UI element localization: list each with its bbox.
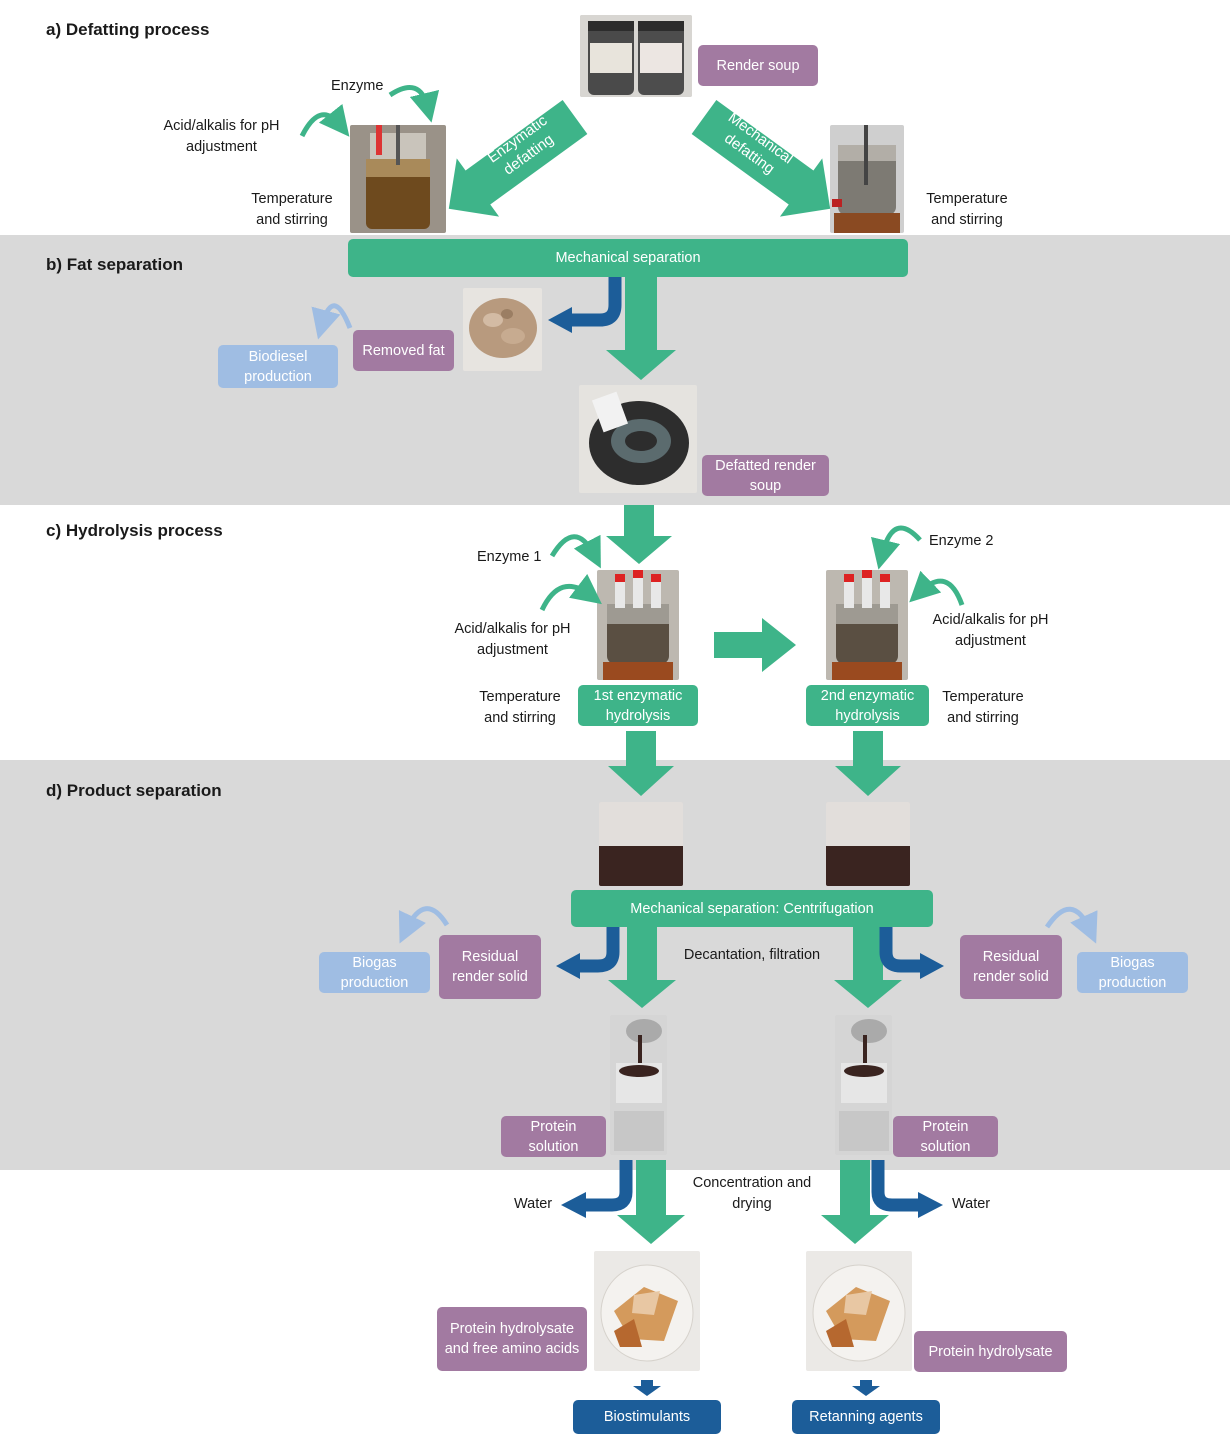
arrow-to-retanning	[852, 1380, 880, 1396]
defatted-soup-photo	[579, 385, 697, 493]
protein-solution-left-box: Protein solution	[501, 1116, 606, 1157]
section-title-product-separation: d) Product separation	[46, 781, 222, 800]
down-arrow-to-hydrolysis	[606, 505, 672, 564]
defatted-soup-box: Defatted render soup	[702, 455, 829, 496]
section-title-defatting: a) Defatting process	[46, 20, 210, 39]
curve-arrow-biodiesel	[311, 303, 353, 340]
dried-product-left-photo	[594, 1251, 700, 1371]
curve-arrow-biogas-right	[1044, 906, 1098, 944]
enzyme-label: Enzyme	[331, 78, 384, 94]
acid-ph-label-c1: Acid/alkalis for pH adjustment	[454, 621, 571, 658]
biodiesel-box: Biodiesel production	[218, 345, 338, 388]
biogas-right-box: Biogas production	[1077, 952, 1188, 993]
fat-removal-arrow	[570, 277, 622, 327]
down-arrow-drying-left	[617, 1160, 685, 1244]
down-arrow-centrifuge-right	[834, 927, 902, 1008]
down-arrow-hydrolysis2	[835, 731, 901, 796]
protein-solution-right-box: Protein solution	[893, 1116, 998, 1157]
biogas-left-box: Biogas production	[319, 952, 430, 993]
retanning-agents-box: Retanning agents	[792, 1400, 940, 1434]
curve-arrow-acid-a	[299, 103, 350, 138]
centrifugation-box: Mechanical separation: Centrifugation	[571, 890, 933, 927]
water-arrow-left	[584, 1160, 633, 1212]
curve-arrow-acid-c1	[539, 573, 602, 612]
residual-solid-left-box: Residual render solid	[439, 935, 541, 999]
hydrolysis1-box: 1st enzymatic hydrolysis	[578, 685, 698, 726]
filtration-left-photo	[610, 1015, 667, 1155]
water-label-left: Water	[514, 1196, 553, 1212]
hydrolysate-amino-acids-box: Protein hydrolysate and free amino acids	[437, 1307, 587, 1371]
section-title-fat-separation: b) Fat separation	[46, 255, 183, 274]
protein-hydrolysate-box: Protein hydrolysate	[914, 1331, 1067, 1372]
enzymatic-defatting-arrow	[448, 100, 588, 217]
residual-arrow-right	[879, 927, 922, 973]
curve-arrow-enzyme1	[549, 534, 601, 569]
acid-ph-label-c2: Acid/alkalis for pH adjustment	[932, 612, 1049, 649]
section-title-hydrolysis: c) Hydrolysis process	[46, 521, 223, 540]
temperature-label-a-left: Temperature and stirring	[251, 191, 333, 228]
render-soup-jars-photo	[580, 15, 692, 97]
down-arrow-drying-right	[821, 1160, 889, 1244]
temperature-label-c2: Temperature and stirring	[942, 689, 1024, 726]
curve-arrow-biogas-left	[398, 906, 450, 944]
water-arrow-right	[871, 1160, 920, 1212]
mechanical-separation-box: Mechanical separation	[348, 239, 908, 277]
residual-solid-right-box: Residual render solid	[960, 935, 1062, 999]
temperature-label-c1: Temperature and stirring	[479, 689, 561, 726]
concentration-label: Concentration and drying	[692, 1175, 812, 1212]
mechanical-defatting-arrow	[691, 100, 831, 217]
curve-arrow-acid-c2	[909, 570, 965, 606]
decantation-label: Decantation, filtration	[683, 947, 821, 963]
reactor-enzymatic-photo	[350, 125, 446, 233]
biostimulants-box: Biostimulants	[573, 1400, 721, 1434]
curve-arrow-enzyme2	[870, 525, 922, 570]
residual-arrow-left	[578, 927, 620, 973]
centrifuge-beaker-right-photo	[826, 802, 910, 886]
down-arrow-hydrolysis1	[608, 731, 674, 796]
enzyme2-label: Enzyme 2	[929, 533, 994, 549]
enzyme1-label: Enzyme 1	[477, 549, 542, 565]
down-arrow-centrifuge-left	[608, 927, 676, 1008]
arrow-to-biostimulants	[633, 1380, 661, 1396]
arrow-hydrolysis-1-to-2	[714, 618, 796, 672]
temperature-label-a-right: Temperature and stirring	[926, 191, 1008, 228]
render-soup-box: Render soup	[698, 45, 818, 86]
centrifuge-beaker-left-photo	[599, 802, 683, 886]
down-arrow-to-defatted	[606, 277, 676, 380]
reactor-hydrolysis2-photo	[826, 570, 908, 680]
reactor-hydrolysis1-photo	[597, 570, 679, 680]
curve-arrow-enzyme	[388, 84, 440, 123]
water-label-right: Water	[952, 1196, 991, 1212]
reactor-mechanical-photo	[830, 125, 904, 233]
dried-product-right-photo	[806, 1251, 912, 1371]
removed-fat-photo	[463, 288, 542, 371]
acid-ph-label-a: Acid/alkalis for pH adjustment	[163, 118, 280, 155]
filtration-right-photo	[835, 1015, 892, 1155]
hydrolysis2-box: 2nd enzymatic hydrolysis	[806, 685, 929, 726]
removed-fat-box: Removed fat	[353, 330, 454, 371]
